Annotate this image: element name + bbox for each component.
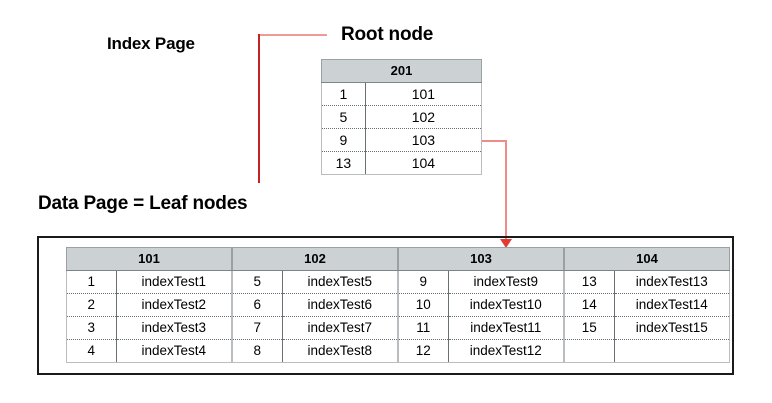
leaf-node-103: 103 9 indexTest9 10 indexTest10 11 index…: [398, 247, 565, 363]
leaf-key-cell: 10: [398, 293, 449, 317]
table-row: 3 indexTest3: [66, 316, 233, 340]
table-row: 2 indexTest2: [66, 293, 233, 317]
leaf-value-cell: indexTest15: [613, 316, 731, 340]
root-node-page-id: 201: [321, 59, 482, 83]
leaf-key-cell: 11: [398, 316, 449, 340]
leaf-header-row: 101: [66, 247, 232, 271]
table-row: 9 103: [321, 128, 483, 152]
leaf-header-row: 104: [564, 247, 730, 271]
root-pointer-cell: 101: [364, 82, 483, 106]
leaf-value-cell: indexTest12: [447, 339, 565, 363]
leaf-value-cell: indexTest10: [447, 293, 565, 317]
leaf-key-cell: 2: [66, 293, 117, 317]
root-pointer-cell: 103: [364, 128, 483, 152]
leaf-key-cell: 4: [66, 339, 117, 363]
root-node-table: 201 1 101 5 102 9 103 13 104: [321, 59, 483, 175]
table-row: 5 102: [321, 105, 483, 129]
leaf-key-cell: 6: [232, 293, 283, 317]
leaf-page-id: 102: [232, 247, 398, 271]
leaf-key-cell: 12: [398, 339, 449, 363]
table-row: 1 indexTest1: [66, 270, 233, 294]
table-row: 9 indexTest9: [398, 270, 565, 294]
root-pointer-cell: 104: [364, 151, 483, 175]
root-to-leaf-arrow-vertical: [505, 140, 507, 241]
leaf-value-cell: indexTest11: [447, 316, 565, 340]
leaf-node-104: 104 13 indexTest13 14 indexTest14 15 ind…: [564, 247, 731, 363]
root-pointer-cell: 102: [364, 105, 483, 129]
leaf-value-cell: indexTest9: [447, 270, 565, 294]
leaf-value-cell: indexTest5: [281, 270, 399, 294]
root-to-leaf-arrowhead-icon: [500, 239, 512, 248]
leaf-value-cell: indexTest4: [115, 339, 233, 363]
root-to-leaf-arrow-horizontal: [480, 140, 507, 142]
index-page-label: Index Page: [107, 34, 195, 53]
root-node-header-row: 201: [321, 59, 482, 83]
leaf-node-102: 102 5 indexTest5 6 indexTest6 7 indexTes…: [232, 247, 399, 363]
leaf-value-cell-empty: [613, 339, 731, 363]
leaf-key-cell: 1: [66, 270, 117, 294]
table-row: [564, 339, 731, 363]
table-row: 1 101: [321, 82, 483, 106]
table-row: 4 indexTest4: [66, 339, 233, 363]
leaf-key-cell: 8: [232, 339, 283, 363]
root-key-cell: 9: [321, 128, 366, 152]
leaf-header-row: 103: [398, 247, 564, 271]
leaf-key-cell: 15: [564, 316, 615, 340]
table-row: 11 indexTest11: [398, 316, 565, 340]
index-page-connector-vertical: [258, 34, 260, 183]
table-row: 10 indexTest10: [398, 293, 565, 317]
table-row: 13 104: [321, 151, 483, 175]
table-row: 7 indexTest7: [232, 316, 399, 340]
table-row: 13 indexTest13: [564, 270, 731, 294]
leaf-value-cell: indexTest2: [115, 293, 233, 317]
leaf-value-cell: indexTest8: [281, 339, 399, 363]
root-key-cell: 1: [321, 82, 366, 106]
leaf-key-cell: 14: [564, 293, 615, 317]
table-row: 15 indexTest15: [564, 316, 731, 340]
data-page-label: Data Page = Leaf nodes: [38, 193, 248, 214]
leaf-key-cell: 3: [66, 316, 117, 340]
leaf-value-cell: indexTest6: [281, 293, 399, 317]
leaf-value-cell: indexTest1: [115, 270, 233, 294]
data-page-container: [37, 236, 734, 375]
table-row: 8 indexTest8: [232, 339, 399, 363]
table-row: 12 indexTest12: [398, 339, 565, 363]
root-key-cell: 5: [321, 105, 366, 129]
root-key-cell: 13: [321, 151, 366, 175]
leaf-page-id: 103: [398, 247, 564, 271]
leaf-key-cell: 9: [398, 270, 449, 294]
leaf-key-cell: 5: [232, 270, 283, 294]
table-row: 14 indexTest14: [564, 293, 731, 317]
leaf-header-row: 102: [232, 247, 398, 271]
leaf-page-id: 101: [66, 247, 232, 271]
root-node-label: Root node: [341, 24, 434, 45]
index-page-connector-horizontal: [259, 34, 327, 36]
leaf-value-cell: indexTest7: [281, 316, 399, 340]
leaf-page-id: 104: [564, 247, 730, 271]
leaf-value-cell: indexTest13: [613, 270, 731, 294]
table-row: 6 indexTest6: [232, 293, 399, 317]
leaf-key-cell: 13: [564, 270, 615, 294]
leaf-value-cell: indexTest3: [115, 316, 233, 340]
table-row: 5 indexTest5: [232, 270, 399, 294]
leaf-value-cell: indexTest14: [613, 293, 731, 317]
leaf-key-cell: 7: [232, 316, 283, 340]
leaf-node-101: 101 1 indexTest1 2 indexTest2 3 indexTes…: [66, 247, 233, 363]
leaf-key-cell-empty: [564, 339, 615, 363]
